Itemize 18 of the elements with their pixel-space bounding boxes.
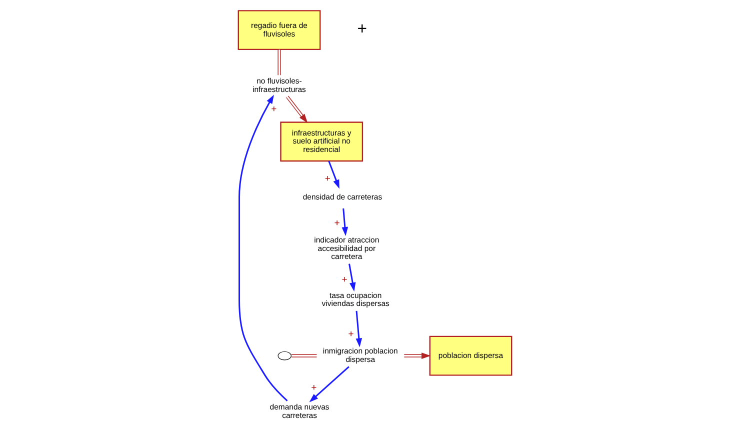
- arrow: [348, 264, 356, 292]
- arrow: [328, 160, 340, 189]
- arrow: [309, 366, 350, 402]
- arrow: [356, 310, 362, 348]
- edge-label: +: [342, 274, 348, 286]
- edge-label: +: [348, 329, 354, 340]
- edge-label: +: [271, 104, 277, 115]
- arrow: [286, 96, 308, 124]
- edge-label: +: [334, 218, 340, 229]
- edge-label: +: [324, 174, 331, 185]
- label: +: [357, 19, 368, 38]
- connector: [278, 49, 281, 76]
- connector: [291, 354, 318, 358]
- arrow: [404, 352, 431, 360]
- arrow: [238, 94, 288, 402]
- node-cloud: [278, 351, 292, 360]
- edge-label: +: [311, 382, 317, 394]
- arrow: [342, 208, 348, 236]
